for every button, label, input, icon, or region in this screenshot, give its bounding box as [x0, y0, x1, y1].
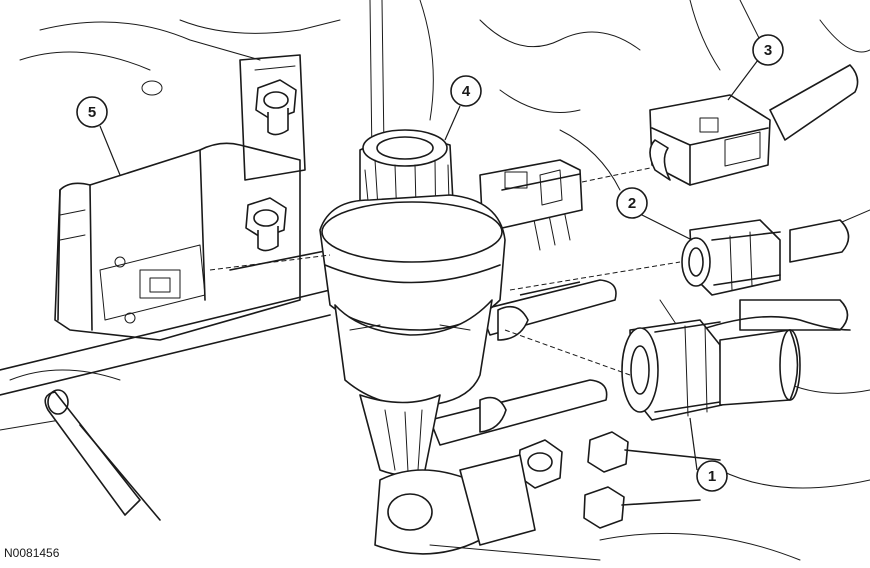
callout-label-4: 4	[462, 83, 471, 100]
callout-5: 5	[76, 96, 121, 176]
callout-circle-1	[696, 460, 728, 492]
nut-lower	[245, 197, 287, 252]
bracket-part-5	[54, 54, 306, 341]
callout-label-3: 3	[764, 42, 772, 59]
alignment-lines	[209, 167, 681, 376]
rod-lower-left	[44, 389, 161, 521]
callout-circle-3	[752, 34, 784, 66]
callout-2: 2	[616, 187, 693, 241]
valve-part-4	[319, 129, 583, 476]
callout-3: 3	[727, 34, 784, 101]
callout-label-2: 2	[628, 195, 636, 212]
callout-1: 1	[689, 417, 728, 492]
callout-circle-5	[76, 96, 108, 128]
lower-fittings	[374, 431, 721, 561]
callout-4: 4	[444, 75, 482, 141]
figure-id-label: N0081456	[4, 546, 60, 560]
clip-part-2	[681, 219, 781, 296]
callout-label-1: 1	[708, 468, 716, 485]
callout-circle-2	[616, 187, 648, 219]
callout-label-5: 5	[88, 104, 96, 121]
callout-circle-4	[450, 75, 482, 107]
nut-upper	[255, 79, 297, 136]
rail	[0, 249, 331, 396]
coupling-part-1	[621, 319, 801, 421]
connector-part-3	[649, 94, 771, 186]
